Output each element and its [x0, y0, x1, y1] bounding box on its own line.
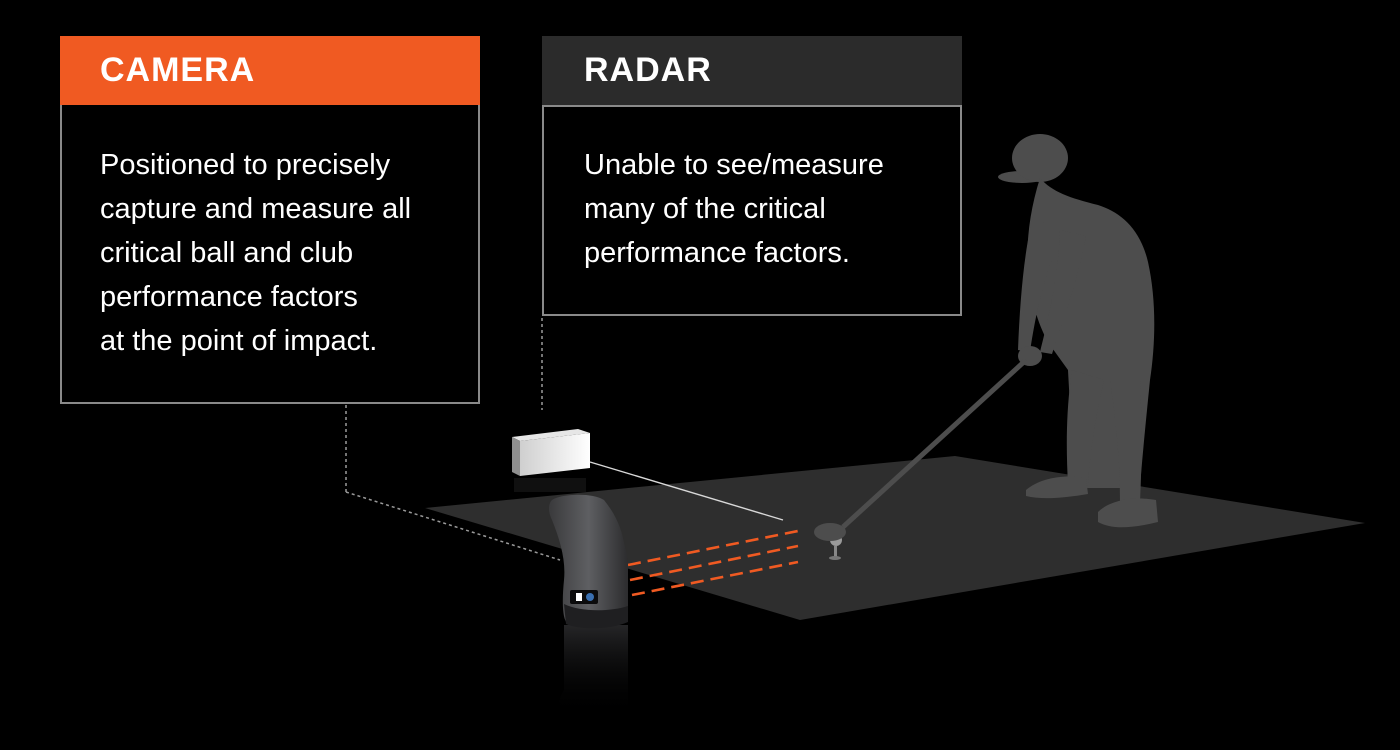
golfer-silhouette-icon — [814, 134, 1158, 541]
radar-beam-line — [589, 461, 784, 521]
radar-description: Unable to see/measure many of the critic… — [584, 149, 884, 269]
camera-header: CAMERA — [60, 36, 480, 105]
camera-panel: CAMERA Positioned to precisely capture a… — [60, 36, 480, 404]
radar-body: Unable to see/measure many of the critic… — [542, 105, 962, 316]
radar-panel: RADAR Unable to see/measure many of the … — [542, 36, 962, 316]
radar-unit-icon — [512, 429, 590, 492]
camera-leader-line — [345, 405, 561, 561]
radar-header: RADAR — [542, 36, 962, 105]
radar-title: RADAR — [584, 51, 712, 89]
launch-monitor-device-icon — [549, 494, 628, 717]
camera-beams — [627, 529, 799, 597]
camera-description: Positioned to precisely capture and meas… — [100, 149, 412, 357]
camera-body: Positioned to precisely capture and meas… — [60, 105, 480, 404]
camera-title: CAMERA — [100, 51, 256, 89]
